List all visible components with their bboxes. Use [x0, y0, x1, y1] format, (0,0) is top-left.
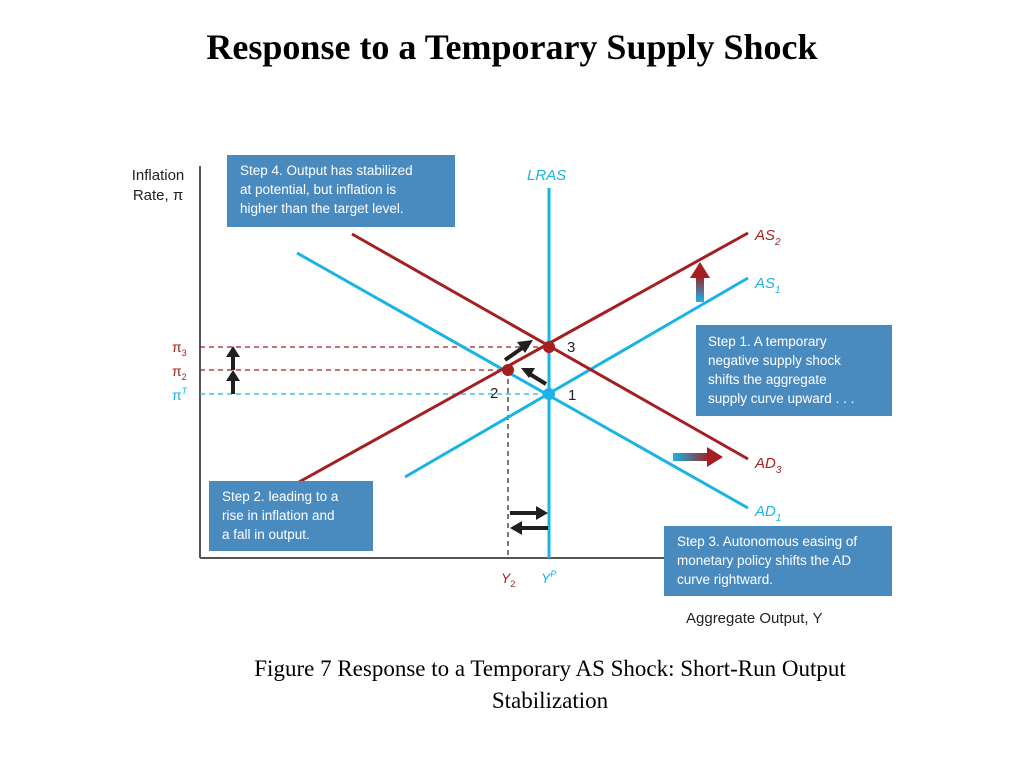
arrow-1-to-2-icon	[521, 368, 548, 386]
point-2-label: 2	[490, 385, 498, 402]
equilibrium-point-2	[502, 364, 514, 376]
svg-text:Step 4. Output has stabilized: Step 4. Output has stabilized	[240, 163, 413, 178]
svg-text:a fall in output.: a fall in output.	[222, 527, 310, 542]
svg-text:curve rightward.: curve rightward.	[677, 572, 773, 587]
ad1-label: AD1	[754, 503, 781, 524]
caption-line-1: Figure 7 Response to a Temporary AS Shoc…	[254, 656, 846, 681]
point-3-label: 3	[567, 339, 575, 356]
output-fall-arrow-icon	[510, 521, 548, 535]
svg-text:at potential, but inflation is: at potential, but inflation is	[240, 182, 396, 197]
figure-caption: Figure 7 Response to a Temporary AS Shoc…	[170, 653, 930, 717]
x-axis-label: Aggregate Output, Y	[686, 610, 823, 627]
step-1-box: Step 1. A temporary negative supply shoc…	[696, 325, 892, 416]
svg-text:higher than the target level.: higher than the target level.	[240, 201, 404, 216]
svg-text:monetary policy shifts the AD: monetary policy shifts the AD	[677, 553, 851, 568]
ad1-curve	[296, 251, 749, 510]
equilibrium-point-1	[543, 388, 555, 400]
svg-text:Step 3. Autonomous easing of: Step 3. Autonomous easing of	[677, 534, 857, 549]
as1-label: AS1	[754, 275, 781, 296]
equilibrium-point-3	[543, 341, 555, 353]
svg-text:Step 2. leading to a: Step 2. leading to a	[222, 489, 339, 504]
inflation-rise-arrow-lower-icon	[226, 370, 240, 394]
svg-text:supply curve upward . . .: supply curve upward . . .	[708, 391, 854, 406]
y2-tick-label: Y2	[501, 570, 515, 589]
as2-label: AS2	[754, 227, 781, 248]
pi2-tick-label: π2	[172, 363, 187, 382]
lras-label: LRAS	[527, 167, 566, 184]
y-axis-label-line2: Rate, π	[133, 187, 183, 204]
step-3-box: Step 3. Autonomous easing of monetary po…	[664, 526, 892, 596]
as-shift-up-arrow-icon	[690, 262, 710, 302]
ad-shift-right-arrow-icon	[673, 447, 723, 467]
arrow-2-to-3-icon	[503, 340, 533, 362]
svg-text:rise in inflation and: rise in inflation and	[222, 508, 335, 523]
slide-title: Response to a Temporary Supply Shock	[206, 27, 818, 67]
step-4-box: Step 4. Output has stabilized at potenti…	[227, 155, 455, 227]
inflation-rise-arrow-upper-icon	[226, 346, 240, 370]
piT-tick-label: πT	[172, 386, 189, 403]
svg-text:negative supply shock: negative supply shock	[708, 353, 841, 368]
svg-text:Step 1. A temporary: Step 1. A temporary	[708, 334, 827, 349]
as1-curve	[404, 276, 749, 479]
yp-tick-label: YP	[541, 569, 556, 586]
caption-line-2: Stabilization	[491, 688, 609, 713]
y-axis-label-line1: Inflation	[132, 167, 185, 184]
point-1-label: 1	[568, 387, 576, 404]
as2-curve	[289, 231, 749, 489]
output-rise-arrow-icon	[510, 506, 548, 520]
ad3-label: AD3	[754, 455, 782, 476]
step-2-box: Step 2. leading to a rise in inflation a…	[209, 481, 373, 551]
svg-text:shifts the aggregate: shifts the aggregate	[708, 372, 827, 387]
pi3-tick-label: π3	[172, 339, 187, 358]
